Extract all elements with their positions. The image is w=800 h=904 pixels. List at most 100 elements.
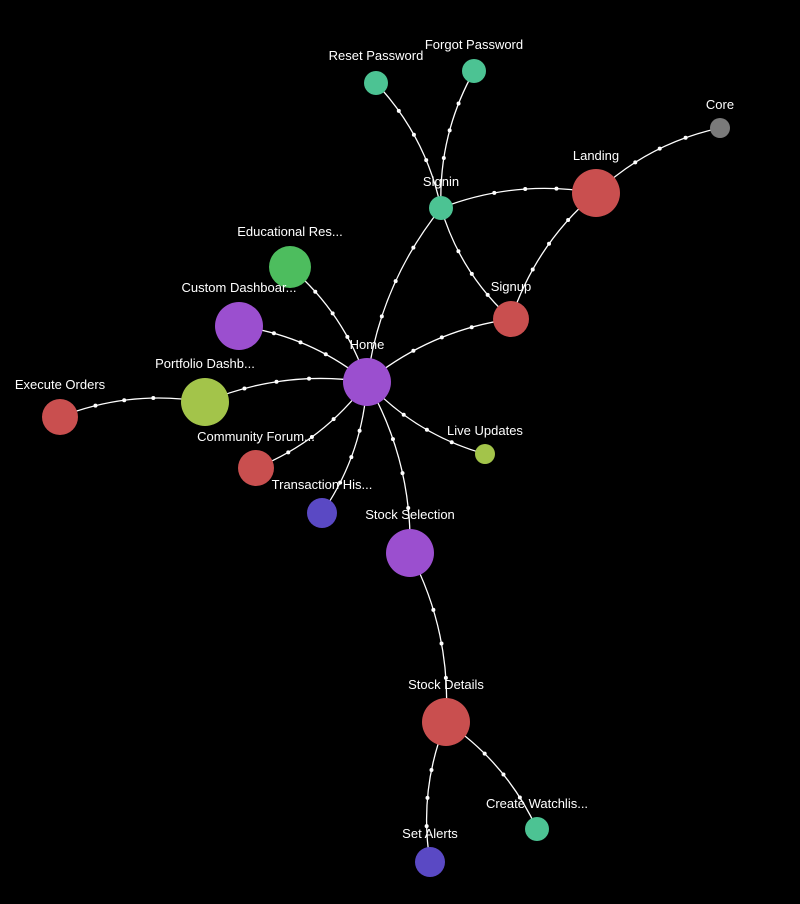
link-arrow-landing-core-0 <box>633 160 638 165</box>
node-label-home: Home <box>350 337 385 352</box>
node-portfolio[interactable] <box>181 378 229 426</box>
node-label-alerts: Set Alerts <box>402 826 458 841</box>
link-signin-signup <box>440 207 512 320</box>
link-arrow-signup-landing-2 <box>566 218 571 223</box>
nodes-layer <box>42 59 730 877</box>
link-arrow-stocksel-stockdet-0 <box>431 607 436 612</box>
link-arrow-portfolio-execute-2 <box>93 403 98 408</box>
link-arrow-signin-signup-2 <box>485 292 490 297</box>
link-home-stocksel <box>366 381 411 554</box>
link-arrow-home-txn-1 <box>349 455 354 460</box>
link-arrow-signup-landing-1 <box>547 241 552 246</box>
node-label-watch: Create Watchlis... <box>486 796 588 811</box>
node-core[interactable] <box>710 118 730 138</box>
link-arrow-home-edu-0 <box>345 334 350 339</box>
link-arrow-signin-reset-1 <box>411 132 416 137</box>
link-arrow-stockdet-alerts-2 <box>424 824 429 829</box>
link-arrow-signin-signup-0 <box>456 249 461 254</box>
link-arrow-stockdet-watch-0 <box>482 751 487 756</box>
node-label-live: Live Updates <box>447 423 523 438</box>
link-signin-forgot <box>440 70 475 209</box>
link-arrow-signin-landing-2 <box>554 186 559 191</box>
node-execute[interactable] <box>42 399 78 435</box>
link-arrow-landing-core-1 <box>657 146 662 151</box>
node-alerts[interactable] <box>415 847 445 877</box>
link-arrow-signin-reset-0 <box>424 158 429 163</box>
node-label-edu: Educational Res... <box>237 224 343 239</box>
link-arrow-home-stocksel-1 <box>400 471 405 476</box>
link-arrow-home-community-1 <box>309 434 314 439</box>
links-layer <box>59 70 721 863</box>
link-arrow-signup-landing-0 <box>530 267 535 272</box>
link-arrow-signin-forgot-2 <box>456 101 461 106</box>
node-signup[interactable] <box>493 301 529 337</box>
node-label-forgot: Forgot Password <box>425 37 523 52</box>
link-arrow-home-txn-0 <box>357 428 362 433</box>
link-arrow-home-signin-1 <box>393 279 398 284</box>
node-watch[interactable] <box>525 817 549 841</box>
link-arrow-home-custom-2 <box>271 331 276 336</box>
link-arrow-signin-forgot-1 <box>447 128 452 133</box>
link-arrow-signin-signup-1 <box>469 271 474 276</box>
node-label-stocksel: Stock Selection <box>365 507 455 522</box>
node-forgot[interactable] <box>462 59 486 83</box>
node-landing[interactable] <box>572 169 620 217</box>
link-arrow-signin-reset-2 <box>396 108 401 113</box>
node-label-landing: Landing <box>573 148 619 163</box>
node-community[interactable] <box>238 450 274 486</box>
link-arrow-home-signup-1 <box>439 335 444 340</box>
node-reset[interactable] <box>364 71 388 95</box>
link-arrow-portfolio-execute-1 <box>122 398 127 403</box>
node-txn[interactable] <box>307 498 337 528</box>
link-home-portfolio <box>204 377 368 403</box>
link-arrow-home-community-2 <box>286 450 291 455</box>
link-arrow-home-live-2 <box>449 440 454 445</box>
link-arrow-portfolio-execute-0 <box>151 396 156 401</box>
link-signin-reset <box>375 82 442 209</box>
link-arrow-home-custom-1 <box>298 340 303 345</box>
node-label-community: Community Forum... <box>197 429 315 444</box>
node-home[interactable] <box>343 358 391 406</box>
link-arrow-signin-landing-0 <box>492 190 497 195</box>
link-arrow-home-signup-0 <box>411 348 416 353</box>
link-arrow-stockdet-alerts-1 <box>425 795 430 800</box>
node-label-txn: Transaction His... <box>272 477 373 492</box>
link-arrow-home-signup-2 <box>469 325 474 330</box>
link-arrow-landing-core-2 <box>683 135 688 140</box>
node-label-signup: Signup <box>491 279 531 294</box>
link-arrow-signin-landing-1 <box>523 187 528 192</box>
link-arrow-home-live-0 <box>401 412 406 417</box>
link-arrow-home-signin-2 <box>411 245 416 250</box>
link-arrow-stockdet-watch-2 <box>517 795 522 800</box>
node-label-execute: Execute Orders <box>15 377 106 392</box>
link-arrow-home-signin-0 <box>379 314 384 319</box>
link-arrow-stockdet-alerts-0 <box>429 767 434 772</box>
link-arrow-home-portfolio-1 <box>274 379 279 384</box>
link-arrow-home-stocksel-2 <box>406 505 411 510</box>
link-arrow-home-community-0 <box>331 417 336 422</box>
node-stocksel[interactable] <box>386 529 434 577</box>
link-arrow-home-edu-2 <box>313 289 318 294</box>
node-label-core: Core <box>706 97 734 112</box>
node-stockdet[interactable] <box>422 698 470 746</box>
link-arrow-stocksel-stockdet-2 <box>443 675 448 680</box>
link-arrow-stockdet-watch-1 <box>501 772 506 777</box>
link-arrow-stocksel-stockdet-1 <box>439 641 444 646</box>
link-arrow-signin-forgot-0 <box>441 155 446 160</box>
node-custom[interactable] <box>215 302 263 350</box>
node-live[interactable] <box>475 444 495 464</box>
node-signin[interactable] <box>429 196 453 220</box>
link-stocksel-stockdet <box>409 552 448 723</box>
node-label-reset: Reset Password <box>329 48 424 63</box>
link-arrow-home-custom-0 <box>323 352 328 357</box>
link-arrow-home-txn-2 <box>338 480 343 485</box>
link-arrow-home-live-1 <box>424 427 429 432</box>
link-arrow-home-edu-1 <box>330 311 335 316</box>
node-edu[interactable] <box>269 246 311 288</box>
link-arrow-home-stocksel-0 <box>390 437 395 442</box>
link-arrow-home-portfolio-2 <box>242 386 247 391</box>
link-arrow-home-portfolio-0 <box>307 376 312 381</box>
